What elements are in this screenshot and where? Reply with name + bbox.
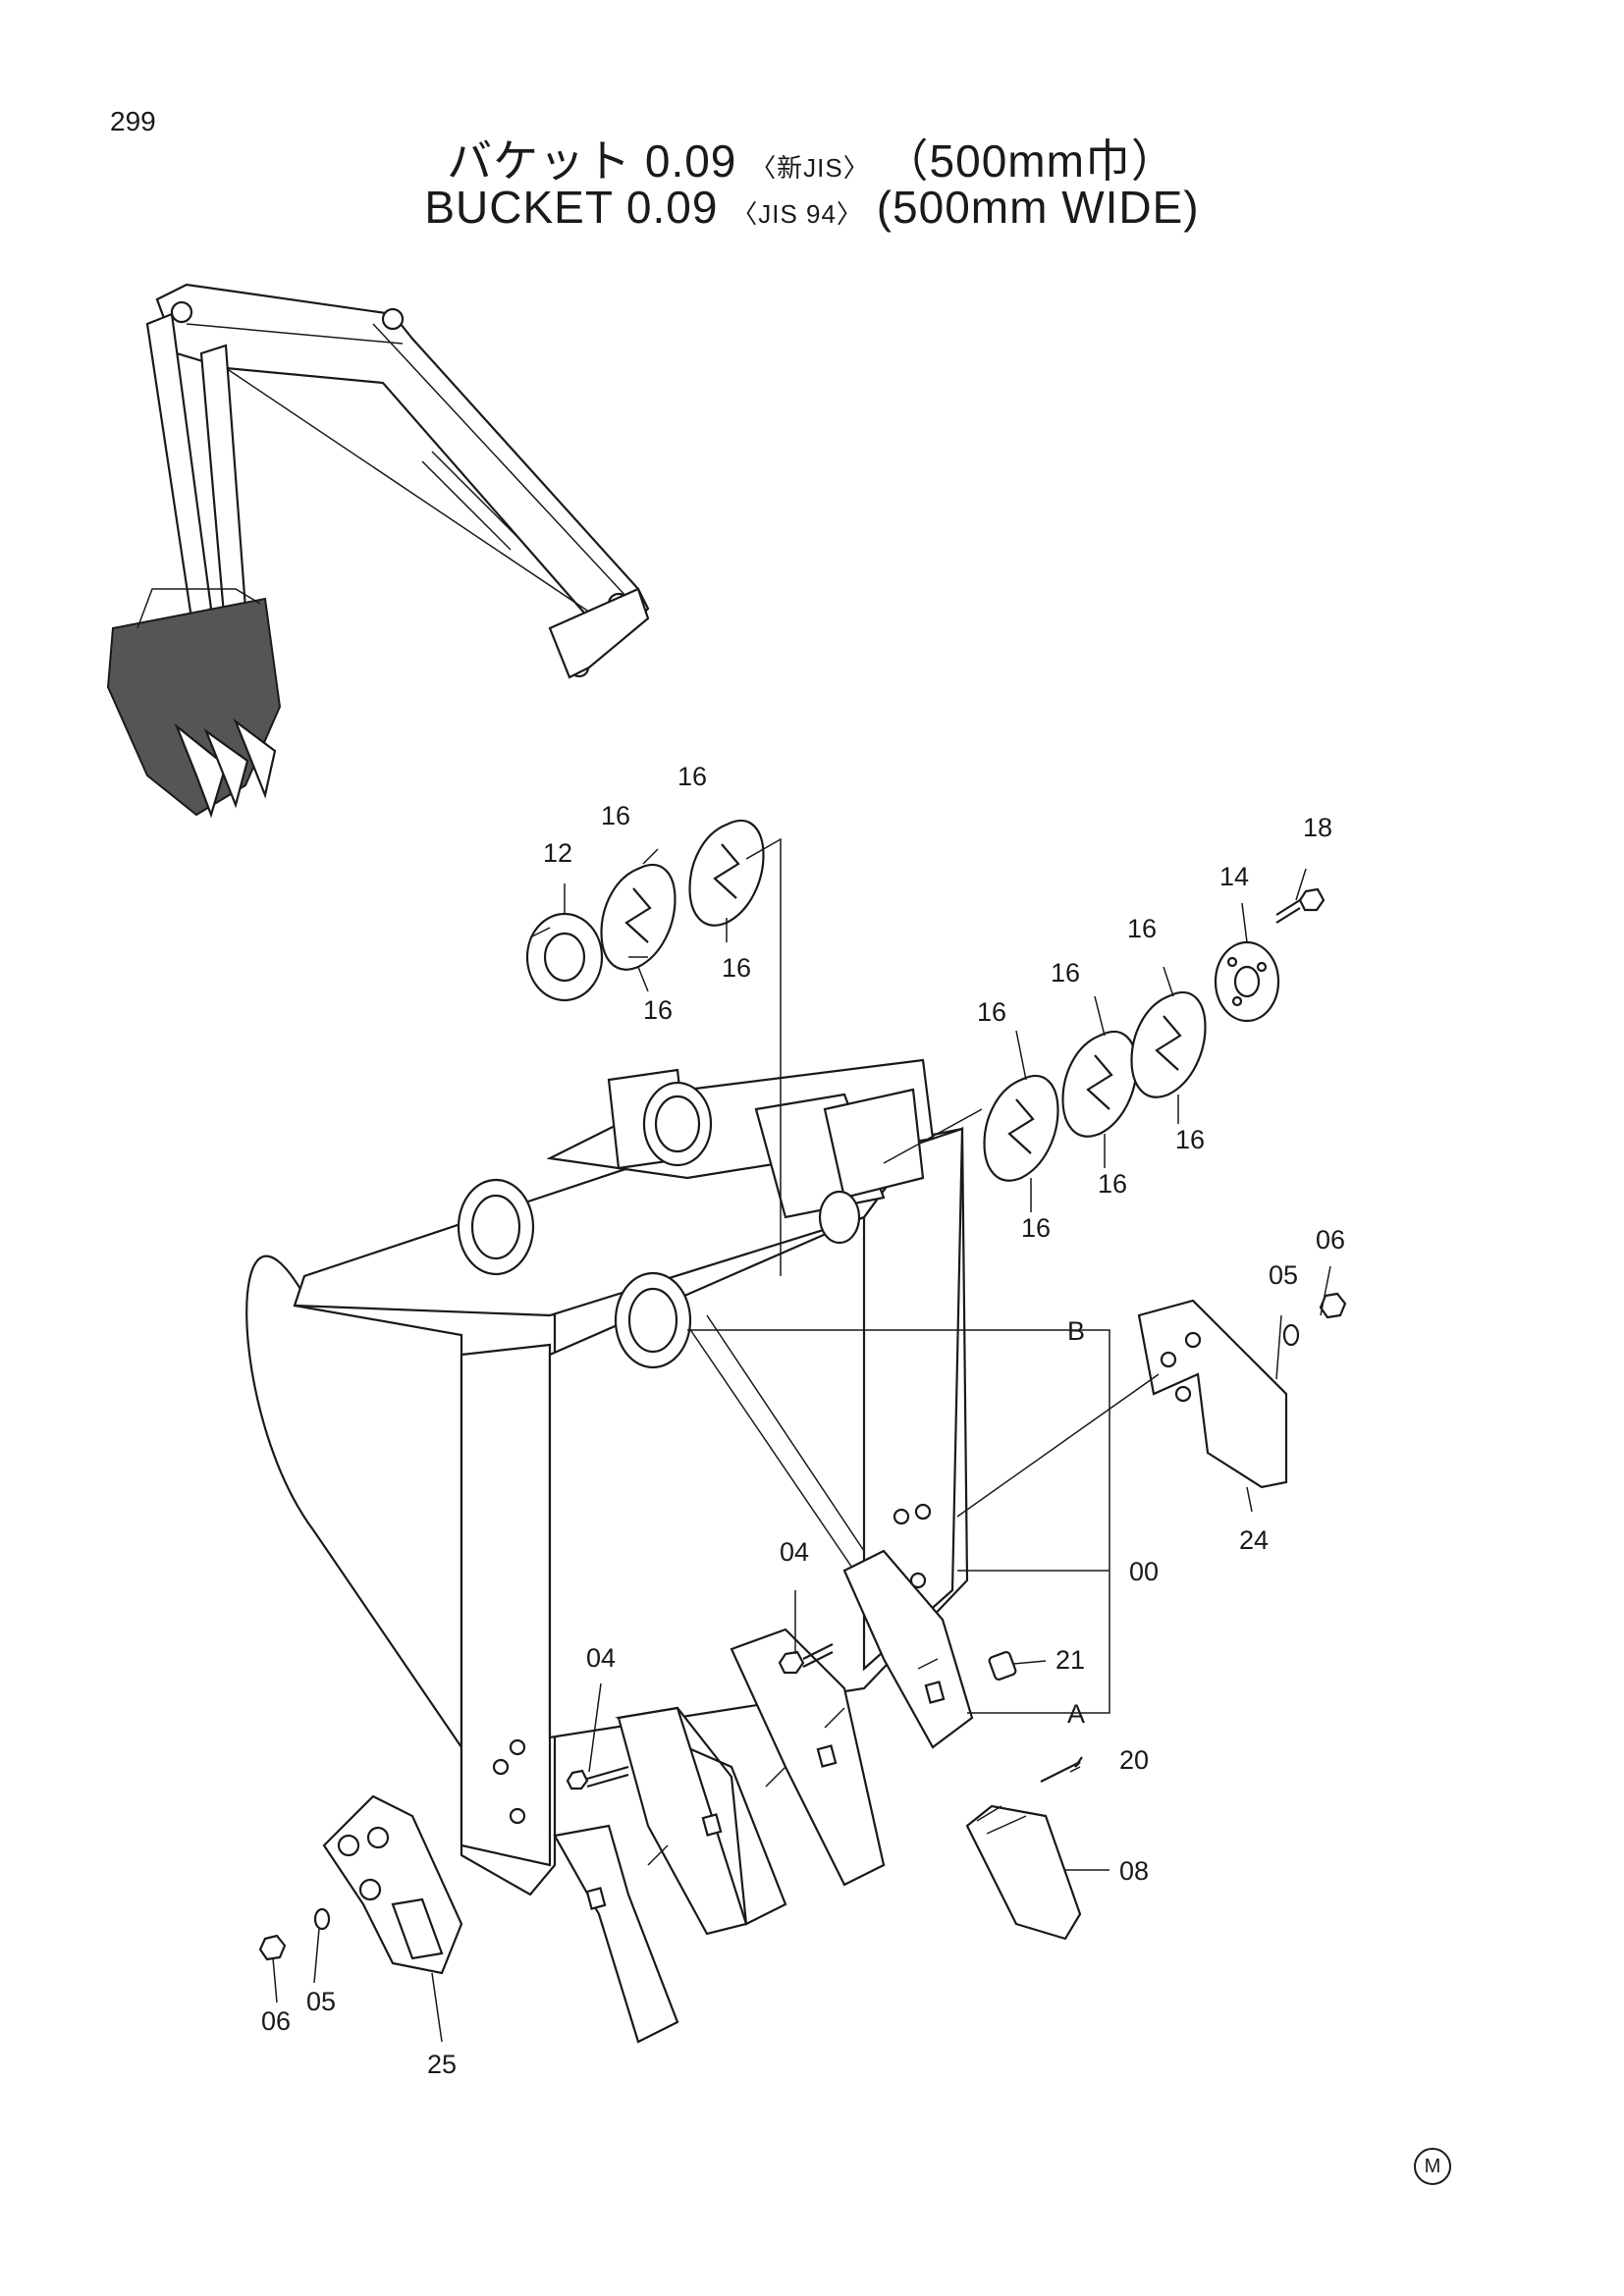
callout-16-i: 16 [1098,1169,1127,1199]
title-jp-main: バケット 0.09 [447,135,737,187]
callout-06-left: 06 [261,2006,291,2036]
title-en-width: (500mm WIDE) [876,182,1200,233]
title-japanese: バケット 0.09 〈新JIS〉 （500mm巾） [0,126,1624,190]
title-english: BUCKET 0.09 〈JIS 94〉 (500mm WIDE) [0,181,1624,234]
part-04-bolt-left [566,1765,629,1790]
callout-05-right: 05 [1269,1260,1298,1290]
callout-25: 25 [427,2050,457,2079]
callout-16-d: 16 [643,995,673,1025]
part-08-tooth [965,1804,1082,1941]
part-12-bushing [525,912,604,1002]
part-25-side-cutter [322,1794,463,1975]
callout-06-right: 06 [1316,1225,1345,1255]
part-14-plate [1214,940,1280,1023]
teeth-row [553,1549,974,2044]
callout-labels: 00 04 04 05 05 06 06 08 12 14 16 16 16 1… [261,762,1345,2079]
title-jp-width: （500mm巾） [883,135,1177,187]
part-20-pin [1040,1756,1083,1783]
callout-20: 20 [1119,1745,1149,1775]
callout-16-j: 16 [1021,1213,1051,1243]
reference-a: A [1067,1699,1085,1729]
arm-overview-illustration [106,283,650,819]
part-05-washer-left [313,1907,331,1931]
callout-16-b: 16 [677,762,707,791]
title-en-standard: 〈JIS 94〉 [731,199,863,229]
part-24-side-cutter [1137,1299,1288,1489]
part-21-lock [988,1650,1017,1682]
page-number: 299 [110,106,156,136]
callout-04-center: 04 [780,1537,809,1567]
callout-16-f: 16 [1051,958,1080,988]
callout-16-h: 16 [1175,1125,1205,1154]
callout-00: 00 [1129,1557,1159,1586]
callout-04-left: 04 [586,1643,616,1673]
callout-24: 24 [1239,1525,1269,1555]
callout-18: 18 [1303,813,1332,842]
callout-12: 12 [543,838,572,868]
leader-lines [272,837,1331,2043]
callout-16-g: 16 [1127,914,1157,943]
callout-14: 14 [1219,862,1249,891]
callout-16-e: 16 [977,997,1006,1027]
callout-16-a: 16 [601,801,630,830]
reference-b: B [1067,1316,1085,1346]
part-04-bolt-center [778,1643,834,1675]
manufacturer-mark: M [1414,2148,1451,2185]
part-06-nut-left [258,1934,287,1961]
title-en-main: BUCKET 0.09 [424,182,719,233]
part-16-shims-lower [983,991,1207,1182]
title-jp-standard: 〈新JIS〉 [750,153,870,183]
part-05-washer-right [1282,1323,1300,1347]
part-06-nut-right [1319,1292,1347,1319]
callout-08: 08 [1119,1856,1149,1886]
callout-21: 21 [1056,1645,1085,1675]
callout-05-left: 05 [306,1987,336,2016]
part-18-bolt [1275,887,1326,924]
callout-16-c: 16 [722,953,751,983]
part-16-shims-upper [600,820,765,971]
